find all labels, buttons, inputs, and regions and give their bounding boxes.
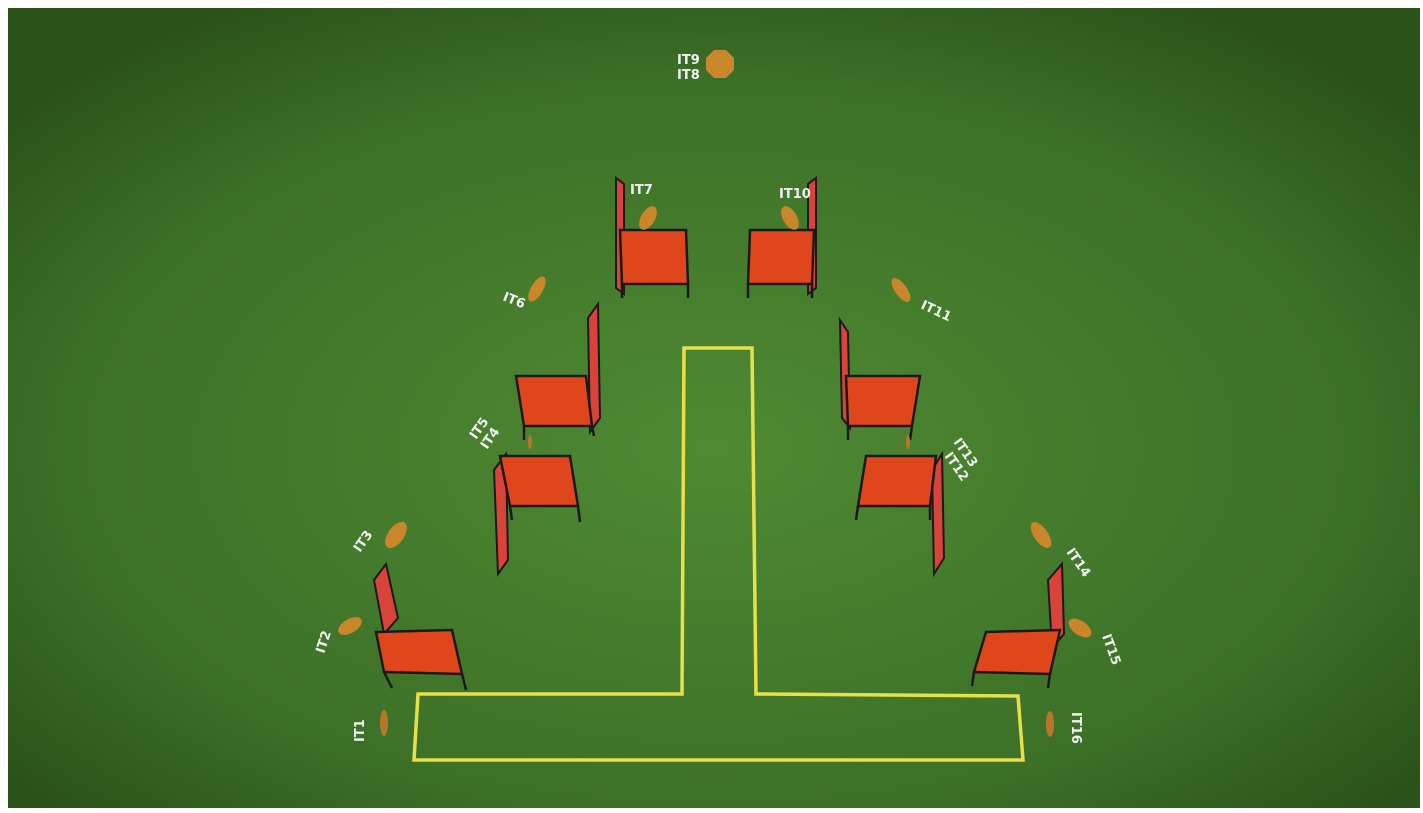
pitch-diagram: IT1 IT2 IT3 IT5 IT4 IT6 IT7 IT9 IT8 IT10… [8, 8, 1420, 808]
marker-it6 [528, 276, 546, 302]
hurdle-6 [838, 316, 922, 441]
marker-it8-9 [706, 50, 734, 78]
pitch-svg: IT1 IT2 IT3 IT5 IT4 IT6 IT7 IT9 IT8 IT10… [8, 8, 1420, 808]
marker-it3 [385, 521, 407, 549]
marker-it10 [781, 206, 799, 230]
hurdle-7 [854, 450, 946, 578]
label-it9: IT9 [677, 53, 700, 68]
marker-it4-5 [528, 435, 532, 449]
hurdle-5 [746, 176, 817, 298]
label-it10: IT10 [779, 187, 811, 202]
hurdle-3 [514, 300, 602, 440]
label-it8: IT8 [677, 68, 700, 83]
label-it1: IT1 [353, 719, 368, 742]
pitch-background [8, 8, 1420, 808]
marker-it7 [639, 206, 657, 230]
hurdle-1 [372, 561, 468, 691]
hurdle-8 [970, 561, 1066, 689]
marker-it15 [1068, 618, 1092, 638]
marker-it2 [338, 617, 362, 635]
label-it2: IT2 [314, 629, 335, 655]
boundary-line [412, 346, 1025, 762]
marker-it14 [1030, 522, 1052, 548]
label-it16: IT16 [1068, 712, 1083, 744]
hurdle-2 [492, 451, 582, 577]
marker-it16 [1046, 711, 1054, 737]
hurdle-4 [615, 176, 690, 298]
marker-it1 [380, 710, 388, 736]
marker-it12-13 [906, 435, 910, 449]
marker-it11 [891, 278, 911, 302]
label-it7: IT7 [630, 183, 653, 198]
